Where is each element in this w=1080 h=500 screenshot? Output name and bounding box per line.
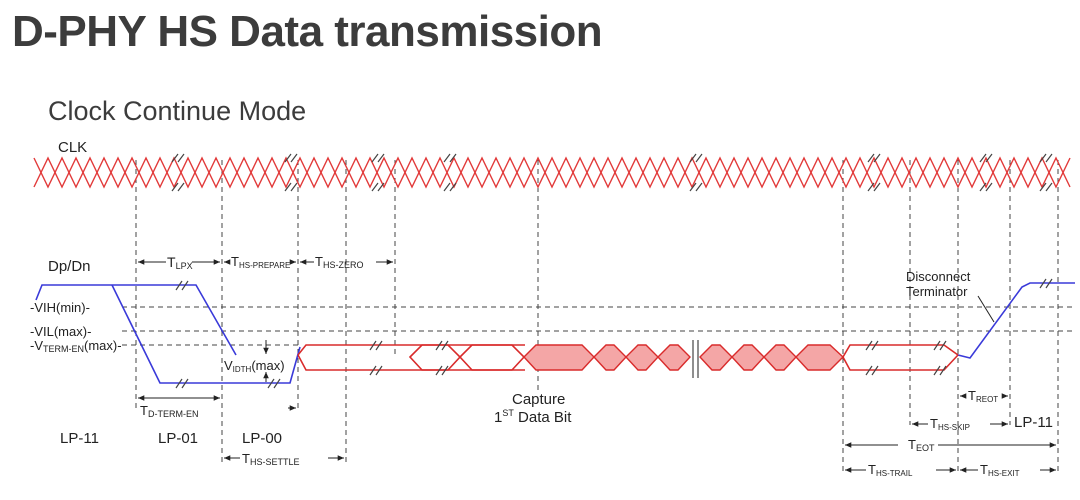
tlpx-sub: LPX [176, 261, 193, 271]
timing-arrows [138, 259, 1056, 473]
ths-exit-label: THS-EXIT [980, 462, 1020, 478]
td-term-en-main: T [140, 403, 148, 418]
hs-bit [593, 344, 627, 371]
ths-exit-main: T [980, 462, 988, 477]
diagram-subtitle: Clock Continue Mode [48, 96, 307, 126]
hs-bit [795, 344, 845, 371]
hs-bit [699, 344, 733, 371]
vidth-label: VIDTH(max) [224, 358, 285, 374]
treot-label: TREOT [968, 388, 998, 404]
ths-zero-label: THS-ZERO [315, 254, 363, 270]
vidth-tail: (max) [251, 358, 284, 373]
ths-trail-sub: HS-TRAIL [876, 469, 913, 478]
vterm-tail: (max) [84, 338, 117, 353]
td-term-en-sub: D-TERM-EN [148, 409, 199, 419]
hs-break-marks [369, 340, 947, 378]
teot-label: TEOT [908, 437, 935, 453]
ths-exit-sub: HS-EXIT [988, 469, 1020, 478]
teot-sub: EOT [916, 443, 935, 453]
hs-trail-high [842, 344, 959, 358]
capture-label: Capture [512, 391, 565, 408]
hs-bit [523, 344, 595, 371]
ths-trail-main: T [868, 462, 876, 477]
ths-settle-main: T [242, 451, 250, 466]
terminator-label: Terminator [906, 284, 968, 299]
ths-skip-sub: HS-SKIP [938, 423, 970, 432]
first-data-bit-sup: ST [502, 408, 514, 418]
state-lp11-end: LP-11 [1014, 414, 1053, 431]
state-lp00: LP-00 [242, 430, 282, 447]
lp-break-marks [175, 278, 1053, 389]
vterm-label: -VTERM-EN(max)- [30, 338, 122, 354]
disconnect-pointer [977, 295, 995, 323]
lp-waveform [35, 282, 1075, 384]
tlpx-main: T [167, 254, 176, 270]
treot-sub: REOT [976, 395, 998, 404]
hs-line-high [297, 344, 525, 356]
state-lp11-start: LP-11 [60, 430, 99, 447]
ths-zero-main: T [315, 254, 323, 269]
hs-eye [408, 344, 462, 371]
hs-trail-low [842, 354, 959, 371]
state-lp01: LP-01 [158, 430, 198, 447]
vil-label: -VIL(max)- [30, 324, 91, 339]
tlpx-label: TLPX [167, 254, 193, 271]
ths-skip-label: THS-SKIP [930, 416, 970, 432]
ths-trail-label: THS-TRAIL [868, 462, 913, 478]
hs-bit [731, 344, 765, 371]
timing-guides [135, 160, 1059, 475]
vidth-sub: IDTH [233, 365, 252, 374]
ths-prepare-label: THS-PREPARE [231, 254, 290, 270]
vih-label: -VIH(min)- [30, 300, 90, 315]
treot-main: T [968, 388, 976, 403]
disconnect-label: Disconnect [906, 269, 971, 284]
ths-settle-label: THS-SETTLE [242, 451, 299, 467]
ths-prepare-main: T [231, 254, 239, 269]
lp-exit-line [957, 282, 1075, 359]
hs-bit [763, 344, 797, 371]
voltage-level-lines [122, 306, 1075, 346]
hs-line-low [297, 354, 525, 371]
vil-text: VIL(max) [34, 324, 87, 339]
vih-text: VIH(min) [34, 300, 85, 315]
lp-dn-line [111, 284, 301, 384]
first-data-bit-num: 1 [494, 409, 502, 426]
ths-zero-sub: HS-ZERO [323, 260, 364, 270]
clk-label: CLK [58, 139, 87, 156]
ths-settle-sub: HS-SETTLE [250, 457, 300, 467]
clk-break-marks [171, 153, 1053, 192]
data-signal-label: Dp/Dn [48, 258, 91, 275]
vterm-sub: TERM-EN [43, 344, 84, 354]
lp-dp-line [35, 284, 237, 356]
hs-eye [458, 344, 526, 371]
ths-prepare-sub: HS-PREPARE [239, 261, 290, 270]
ths-skip-main: T [930, 416, 938, 431]
clk-waveform [33, 156, 1071, 189]
hs-data-bits [523, 344, 845, 371]
vidth-main: V [224, 358, 233, 373]
first-data-bit-label: 1ST Data Bit [494, 408, 572, 426]
page-title: D-PHY HS Data transmission [12, 7, 603, 56]
first-data-bit-text: Data Bit [514, 409, 572, 426]
vterm-main: V [34, 338, 43, 353]
hs-bit [625, 344, 659, 371]
hs-bit [657, 344, 691, 371]
teot-main: T [908, 437, 916, 452]
td-term-en-label: TD-TERM-EN [140, 403, 198, 419]
